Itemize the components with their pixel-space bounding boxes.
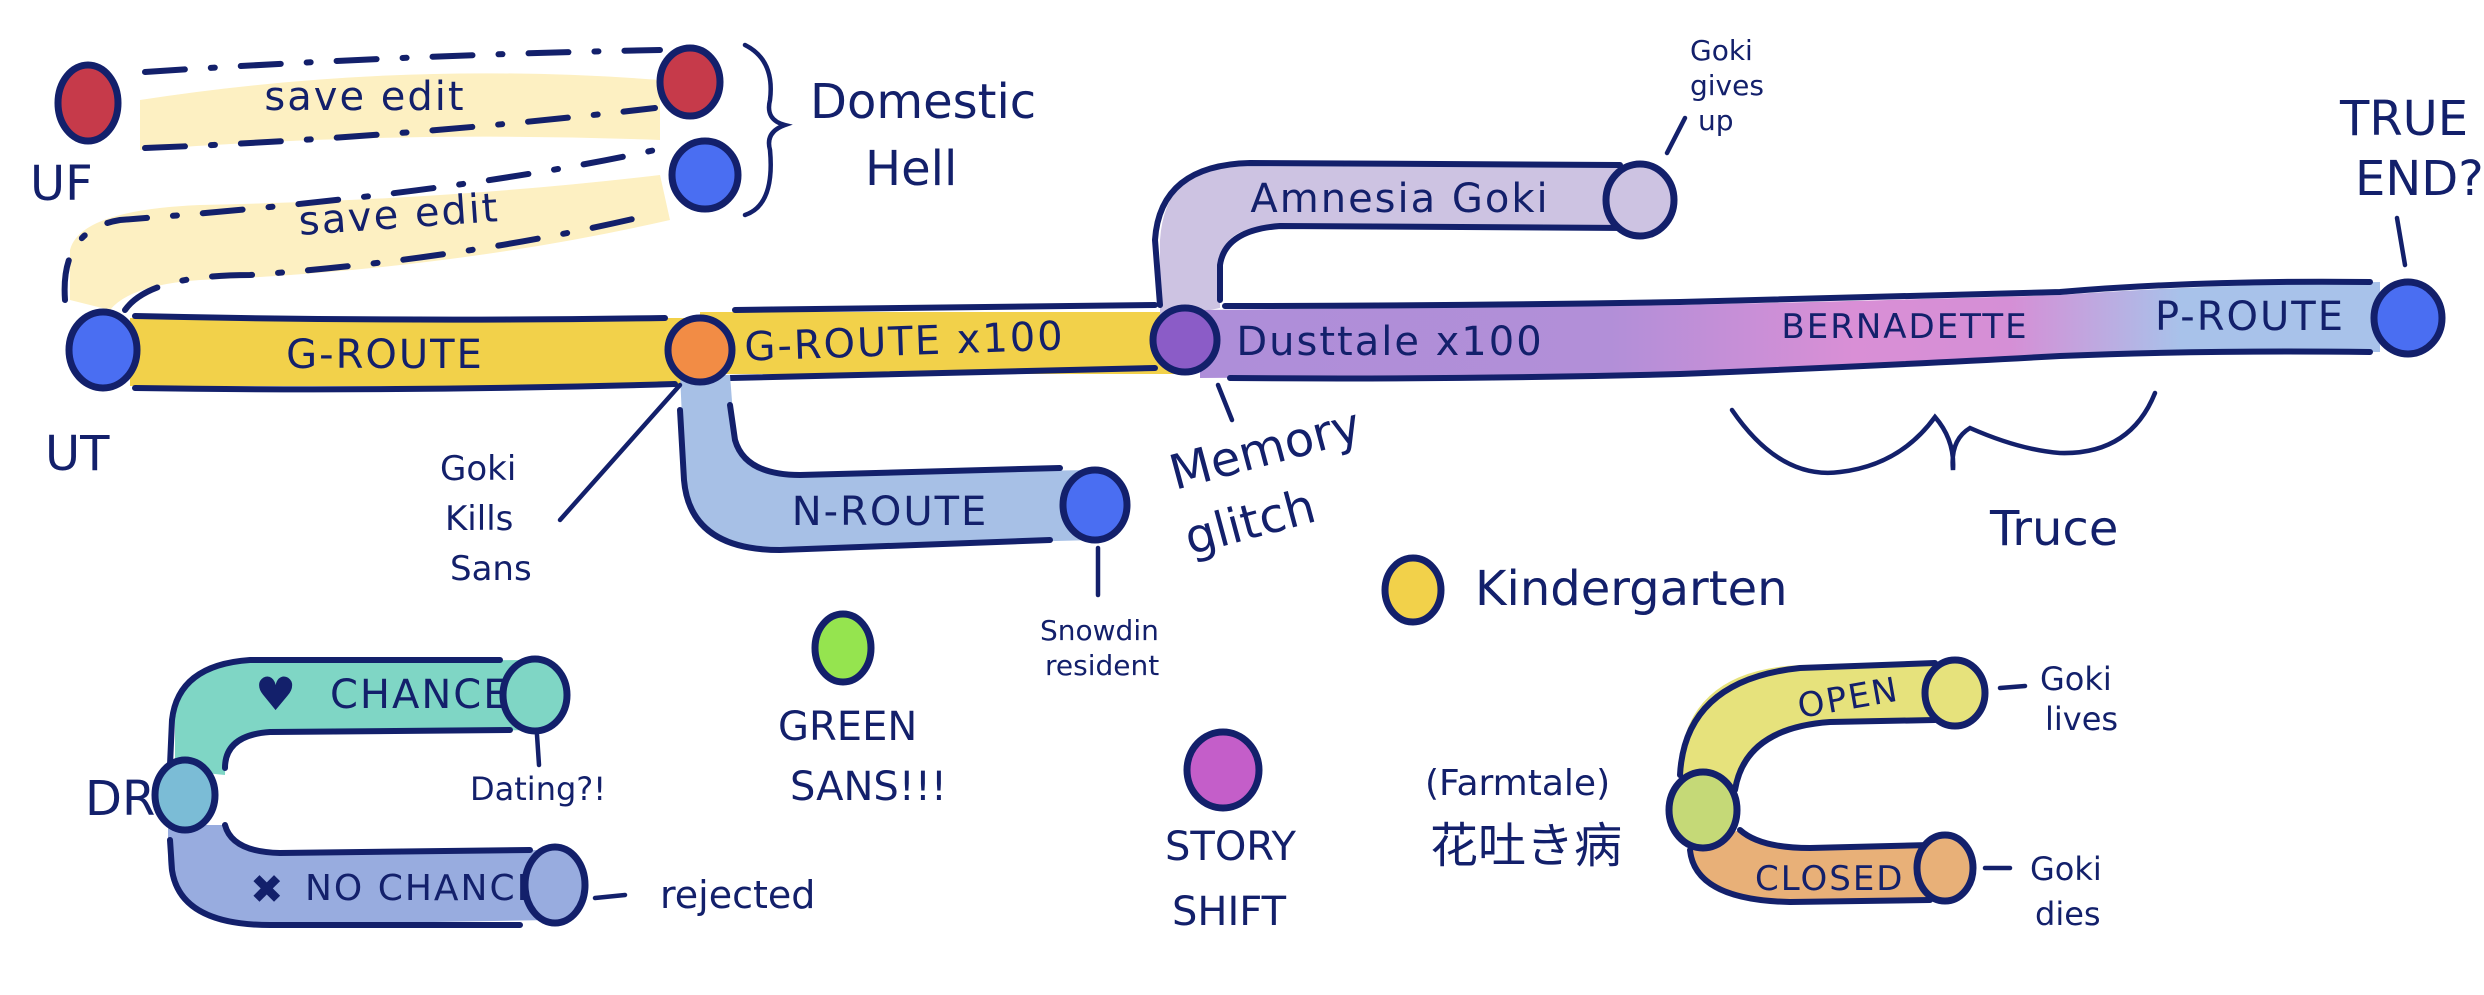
goki-lives-pointer — [1997, 683, 2028, 691]
no-chance-label: NO CHANCE — [305, 868, 541, 909]
domestic-hell-line2: Hell — [865, 141, 957, 197]
dating-label: Dating?! — [470, 770, 606, 808]
save-edit-top-track: save edit — [140, 47, 663, 151]
amnesia-goki-label: Amnesia Goki — [1250, 176, 1549, 222]
goki-dies-line1: Goki — [2030, 850, 2102, 888]
true-end-pointer — [2394, 215, 2408, 268]
g-route-track: G-ROUTE — [130, 313, 690, 393]
goki-lives-line2: lives — [2045, 700, 2118, 738]
node-story-shift[interactable] — [1183, 728, 1263, 812]
node-amnesia-end[interactable] — [1602, 160, 1678, 240]
closed-track: CLOSED — [1687, 827, 1945, 905]
node-domestic-blue[interactable] — [668, 137, 742, 213]
node-goki-kills-sans[interactable] — [664, 314, 736, 386]
bernadette-label: BERNADETTE — [1781, 307, 2028, 347]
goki-lives-line1: Goki — [2040, 660, 2112, 698]
goki-gives-up-line3: up — [1698, 104, 1734, 137]
snowdin-line2: resident — [1045, 649, 1159, 682]
story-shift-line1: STORY — [1165, 824, 1297, 870]
amnesia-goki-track: Amnesia Goki — [1152, 160, 1635, 320]
save-edit-bottom-track: save edit — [61, 147, 670, 313]
g-route-x100-label: G-ROUTE x100 — [744, 313, 1066, 370]
node-chance-end[interactable] — [499, 655, 571, 735]
goki-gives-up-line1: Goki — [1690, 34, 1753, 67]
node-kindergarten[interactable] — [1381, 554, 1445, 626]
node-ut[interactable] — [65, 308, 141, 392]
farmtale-label: (Farmtale) — [1425, 763, 1610, 804]
dusttale-label: Dusttale x100 — [1236, 319, 1543, 365]
closed-label: CLOSED — [1755, 859, 1904, 899]
n-route-label: N-ROUTE — [792, 489, 989, 535]
domestic-brace — [742, 42, 793, 218]
node-true-end[interactable] — [2370, 278, 2446, 358]
truce-brace — [1729, 390, 2158, 476]
green-sans-line2: SANS!!! — [790, 764, 947, 810]
memory-glitch-pointer — [1215, 382, 1235, 423]
node-green-sans[interactable] — [811, 610, 875, 686]
kindergarten-label: Kindergarten — [1475, 561, 1788, 617]
node-closed-end[interactable] — [1913, 831, 1977, 905]
truce-label: Truce — [1989, 501, 2118, 557]
save-edit-top-label: save edit — [264, 74, 465, 120]
chance-track: CHANCE ♥ — [167, 657, 530, 775]
dr-label: DR — [85, 771, 155, 827]
no-chance-track: NO CHANCE ✖ — [167, 822, 550, 928]
dating-pointer — [534, 732, 542, 768]
node-farmtale[interactable] — [1665, 768, 1741, 852]
open-track: OPEN — [1677, 660, 1950, 793]
node-no-chance-end[interactable] — [521, 843, 589, 927]
memory-glitch-line1: Memory — [1164, 397, 1367, 502]
node-uf[interactable] — [54, 61, 122, 145]
node-open-end[interactable] — [1921, 656, 1989, 730]
main-right-track: Dusttale x100 BERNADETTE P-ROUTE — [1200, 278, 2380, 382]
node-memory-glitch[interactable] — [1149, 304, 1221, 376]
cross-icon: ✖ — [250, 867, 286, 913]
snowdin-line1: Snowdin — [1040, 614, 1159, 647]
ut-label: UT — [45, 426, 110, 482]
goki-kills-sans-line2: Kills — [445, 499, 513, 539]
uf-label: UF — [30, 156, 93, 212]
goki-kills-sans-line1: Goki — [440, 449, 516, 489]
domestic-hell-line1: Domestic — [810, 74, 1036, 130]
goki-kills-sans-pointer — [557, 382, 683, 523]
goki-dies-line2: dies — [2035, 895, 2101, 933]
farmtale-jp-label: 花吐き病 — [1430, 818, 1622, 874]
n-route-track: N-ROUTE — [677, 375, 1095, 553]
goki-gives-up-pointer — [1664, 115, 1688, 156]
heart-icon: ♥ — [255, 667, 298, 721]
node-domestic-red[interactable] — [656, 44, 724, 120]
goki-gives-up-line2: gives — [1690, 69, 1764, 102]
rejected-pointer — [592, 892, 628, 901]
node-dr[interactable] — [151, 756, 219, 834]
p-route-label: P-ROUTE — [2155, 294, 2345, 340]
green-sans-line1: GREEN — [778, 704, 917, 750]
goki-kills-sans-line3: Sans — [450, 549, 532, 589]
g-route-label: G-ROUTE — [286, 332, 484, 378]
g-route-x100-track: G-ROUTE x100 — [700, 302, 1180, 381]
chance-label: CHANCE — [330, 672, 511, 718]
story-shift-line2: SHIFT — [1172, 889, 1287, 935]
true-end-line2: END? — [2355, 151, 2484, 207]
true-end-line1: TRUE — [2339, 91, 2468, 147]
node-snowdin[interactable] — [1059, 466, 1131, 544]
rejected-label: rejected — [660, 873, 815, 917]
